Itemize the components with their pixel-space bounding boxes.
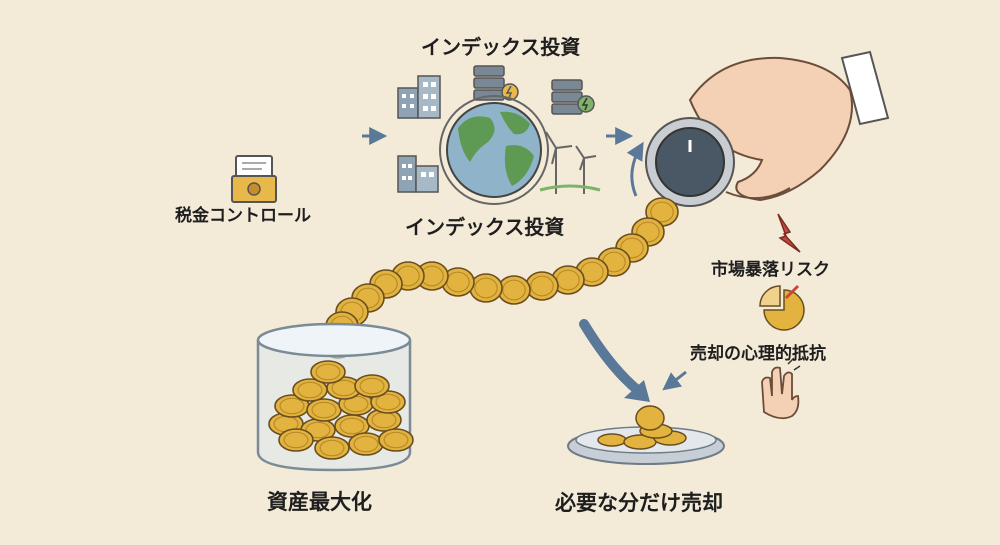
- coin: [469, 273, 503, 303]
- coin: [306, 398, 342, 422]
- label-index-top: インデックス投資: [421, 35, 581, 59]
- stop-hand-icon: [761, 357, 801, 420]
- coin-chain: [321, 197, 679, 359]
- coin: [314, 436, 350, 460]
- dial-knob-icon: [626, 117, 735, 207]
- sell-arrow: [579, 319, 687, 402]
- coin: [497, 275, 531, 305]
- coin-dish-icon: [567, 405, 725, 465]
- lightning-icon: [777, 213, 801, 253]
- server-icon: [551, 79, 595, 115]
- envelope-icon: [231, 155, 277, 203]
- label-sell-resistance: 売却の心理的抵抗: [690, 344, 826, 364]
- wind-turbine-icon: [539, 131, 601, 194]
- hand-icon: [688, 50, 890, 202]
- server-icon: [473, 65, 519, 101]
- coin: [378, 428, 414, 452]
- label-tax-control: 税金コントロール: [175, 206, 311, 226]
- globe-icon: [439, 95, 549, 205]
- coin: [278, 428, 314, 452]
- coin: [310, 360, 346, 384]
- jar-coins: [268, 360, 414, 460]
- label-index-bottom: インデックス投資: [405, 215, 565, 239]
- label-sell-needed: 必要な分だけ売却: [555, 491, 723, 515]
- label-maximize: 資産最大化: [267, 490, 372, 514]
- label-market-crash: 市場暴落リスク: [711, 260, 830, 280]
- building-icon: [397, 155, 439, 193]
- pie-chart-icon: [759, 284, 805, 331]
- building-icon: [397, 75, 441, 119]
- coin: [525, 271, 559, 301]
- coin: [348, 432, 384, 456]
- coin: [354, 374, 390, 398]
